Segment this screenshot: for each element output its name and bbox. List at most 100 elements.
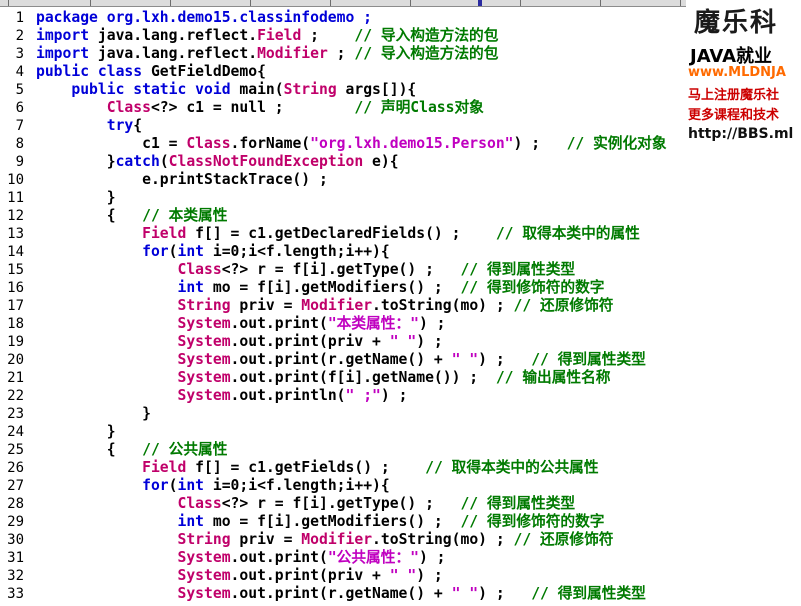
code-token: i=0;i<f.length;i++){ [204, 243, 390, 260]
code-line[interactable]: c1 = Class.forName("org.lxh.demo15.Perso… [36, 135, 666, 153]
code-token: ( [168, 477, 178, 494]
code-line[interactable]: System.out.println(" ;") ; [36, 387, 407, 405]
code-token: "org.lxh.demo15.Person" [310, 135, 514, 152]
watermark-bbs: http://BBS.ml [688, 126, 794, 142]
code-line[interactable]: for(int i=0;i<f.length;i++){ [36, 243, 390, 261]
line-number: 23 [7, 406, 24, 422]
code-token: // 还原修饰符 [513, 297, 614, 314]
ruler-tick [330, 0, 331, 6]
line-number: 8 [15, 136, 24, 152]
code-token: } [36, 153, 116, 170]
ruler-tick [600, 0, 601, 6]
code-line[interactable]: System.out.print(r.getName() + " ") ; //… [36, 585, 646, 603]
code-line[interactable]: Class<?> r = f[i].getType() ; // 得到属性类型 [36, 495, 575, 513]
line-number: 31 [7, 550, 24, 566]
code-token: c1 = [36, 135, 187, 152]
code-token: Field [142, 225, 187, 242]
code-line[interactable]: } [36, 405, 151, 423]
code-token: Class [177, 261, 222, 278]
code-line[interactable]: Class<?> c1 = null ; // 声明Class对象 [36, 99, 484, 117]
code-token: " " [451, 585, 479, 602]
code-token: main( [230, 81, 284, 98]
code-line[interactable]: String priv = Modifier.toString(mo) ; //… [36, 531, 613, 549]
code-line[interactable]: import java.lang.reflect.Modifier ; // 导… [36, 45, 498, 63]
code-token: // 得到属性类型 [531, 585, 646, 602]
code-token: .out.print( [230, 549, 328, 566]
line-number: 21 [7, 370, 24, 386]
line-number: 15 [7, 262, 24, 278]
watermark-courses: 更多课程和技术 [688, 108, 780, 123]
code-line[interactable]: System.out.print("公共属性：") ; [36, 549, 445, 567]
line-number: 33 [7, 586, 24, 602]
code-token [36, 261, 177, 278]
code-line[interactable]: System.out.print(priv + " ") ; [36, 333, 442, 351]
code-token: Class [177, 495, 222, 512]
code-line[interactable]: { // 公共属性 [36, 441, 228, 459]
code-token [36, 99, 107, 116]
code-token: import [36, 45, 90, 62]
code-line[interactable]: System.out.print(f[i].getName()) ; // 输出… [36, 369, 610, 387]
code-editor[interactable]: package org.lxh.demo15.classinfodemo ;im… [30, 7, 801, 606]
code-line[interactable]: e.printStackTrace() ; [36, 171, 328, 189]
code-token: int [177, 279, 205, 296]
code-line[interactable]: Field f[] = c1.getFields() ; // 取得本类中的公共… [36, 459, 598, 477]
code-line[interactable]: try{ [36, 117, 142, 135]
code-token: Modifier [301, 531, 373, 548]
code-token: ; [301, 27, 355, 44]
code-token: ( [159, 153, 169, 170]
code-token [36, 369, 177, 386]
code-token: e){ [363, 153, 399, 170]
code-token: mo = f[i].getModifiers() ; [204, 279, 461, 296]
code-token: System [177, 387, 231, 404]
code-token: .out.print(priv + [230, 333, 390, 350]
line-number: 28 [7, 496, 24, 512]
code-token: // 得到修饰符的数字 [460, 513, 605, 530]
code-token [36, 387, 177, 404]
code-line[interactable]: }catch(ClassNotFoundException e){ [36, 153, 399, 171]
watermark-java: JAVA就业 [690, 46, 773, 67]
code-token: System [177, 351, 231, 368]
code-token: priv = [230, 531, 302, 548]
code-token: for [142, 243, 169, 260]
code-token: catch [115, 153, 160, 170]
code-token: Modifier [301, 297, 373, 314]
code-token: <?> c1 = null ; [150, 99, 355, 116]
code-token: } [36, 189, 116, 206]
line-number: 14 [7, 244, 24, 260]
code-token: " " [389, 333, 417, 350]
code-line[interactable]: Field f[] = c1.getDeclaredFields() ; // … [36, 225, 640, 243]
line-number: 27 [7, 478, 24, 494]
code-line[interactable]: { // 本类属性 [36, 207, 228, 225]
code-token [36, 297, 177, 314]
code-token: // 导入构造方法的包 [354, 45, 499, 62]
code-line[interactable]: Class<?> r = f[i].getType() ; // 得到属性类型 [36, 261, 575, 279]
line-number: 29 [7, 514, 24, 530]
code-line[interactable]: for(int i=0;i<f.length;i++){ [36, 477, 390, 495]
line-number: 3 [15, 46, 24, 62]
code-token: priv = [230, 297, 302, 314]
code-token [36, 279, 177, 296]
code-line[interactable]: int mo = f[i].getModifiers() ; // 得到修饰符的… [36, 513, 604, 531]
ruler-tick [410, 0, 411, 6]
code-line[interactable]: System.out.print("本类属性：") ; [36, 315, 445, 333]
code-token: ; [327, 45, 355, 62]
code-line[interactable]: System.out.print(r.getName() + " ") ; //… [36, 351, 645, 369]
line-number: 6 [15, 100, 24, 116]
code-line[interactable]: System.out.print(priv + " ") ; [36, 567, 442, 585]
code-token [36, 585, 177, 602]
code-line[interactable]: int mo = f[i].getModifiers() ; // 得到修饰符的… [36, 279, 604, 297]
code-line[interactable]: public static void main(String args[]){ [36, 81, 416, 99]
code-token: mo = f[i].getModifiers() ; [204, 513, 461, 530]
code-line[interactable]: import java.lang.reflect.Field ; // 导入构造… [36, 27, 498, 45]
code-line[interactable]: public class GetFieldDemo{ [36, 63, 266, 81]
code-line[interactable]: String priv = Modifier.toString(mo) ; //… [36, 297, 614, 315]
line-number: 30 [7, 532, 24, 548]
code-line[interactable]: } [36, 189, 116, 207]
code-token: GetFieldDemo{ [142, 63, 266, 80]
watermark-register: 马上注册魔乐社 [688, 88, 780, 103]
code-line[interactable]: package org.lxh.demo15.classinfodemo ; [36, 9, 372, 27]
code-line[interactable]: } [36, 423, 116, 441]
line-number: 26 [7, 460, 24, 476]
code-token: .toString(mo) ; [372, 297, 514, 314]
